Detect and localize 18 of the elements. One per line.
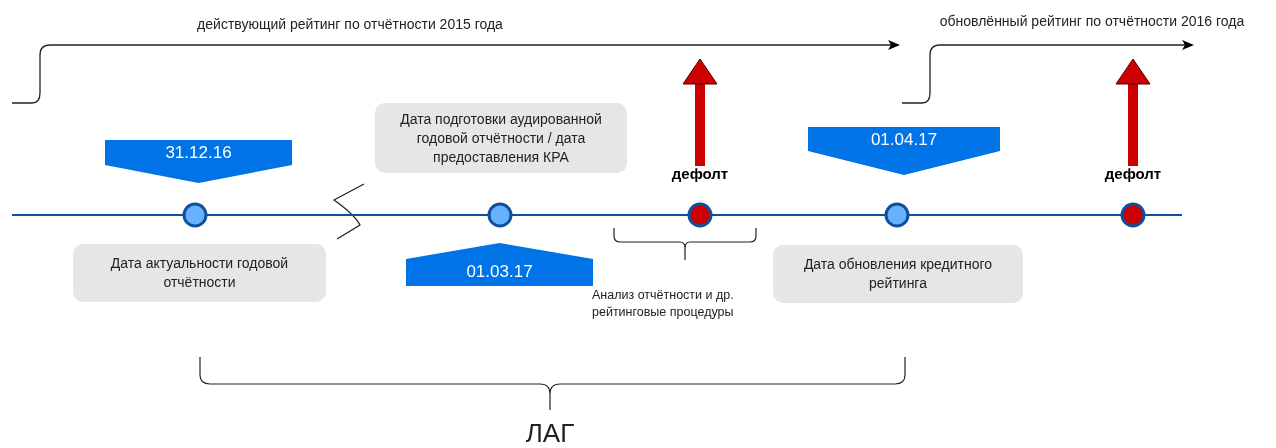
arrow [1115,58,1151,166]
note-card: Дата актуальности годовой отчётности [73,244,326,302]
note-card: Дата обновления кредитного рейтинга [773,245,1023,303]
period-label: действующий рейтинг по отчётности 2015 года [197,16,503,32]
note-card: Дата подготовки аудированной годовой отчётности / дата предоставления КРА [375,103,627,173]
lag-label: ЛАГ [525,418,575,448]
timeline-line [206,214,489,216]
bracket-note: Анализ отчётности и др. рейтинговые процедуры [592,287,735,321]
timeline-line [511,214,689,216]
default-label: дефолт [670,165,730,182]
arrow [682,58,718,166]
date-label: 01.03.17 [465,262,534,282]
timeline-line [908,214,1122,216]
default-label: дефолт [1103,165,1163,182]
timeline-line [711,214,886,216]
period-label: обновлённый рейтинг по отчётности 2016 года [939,13,1245,29]
date-label: 31.12.16 [164,143,233,163]
date-label: 01.04.17 [869,130,939,150]
